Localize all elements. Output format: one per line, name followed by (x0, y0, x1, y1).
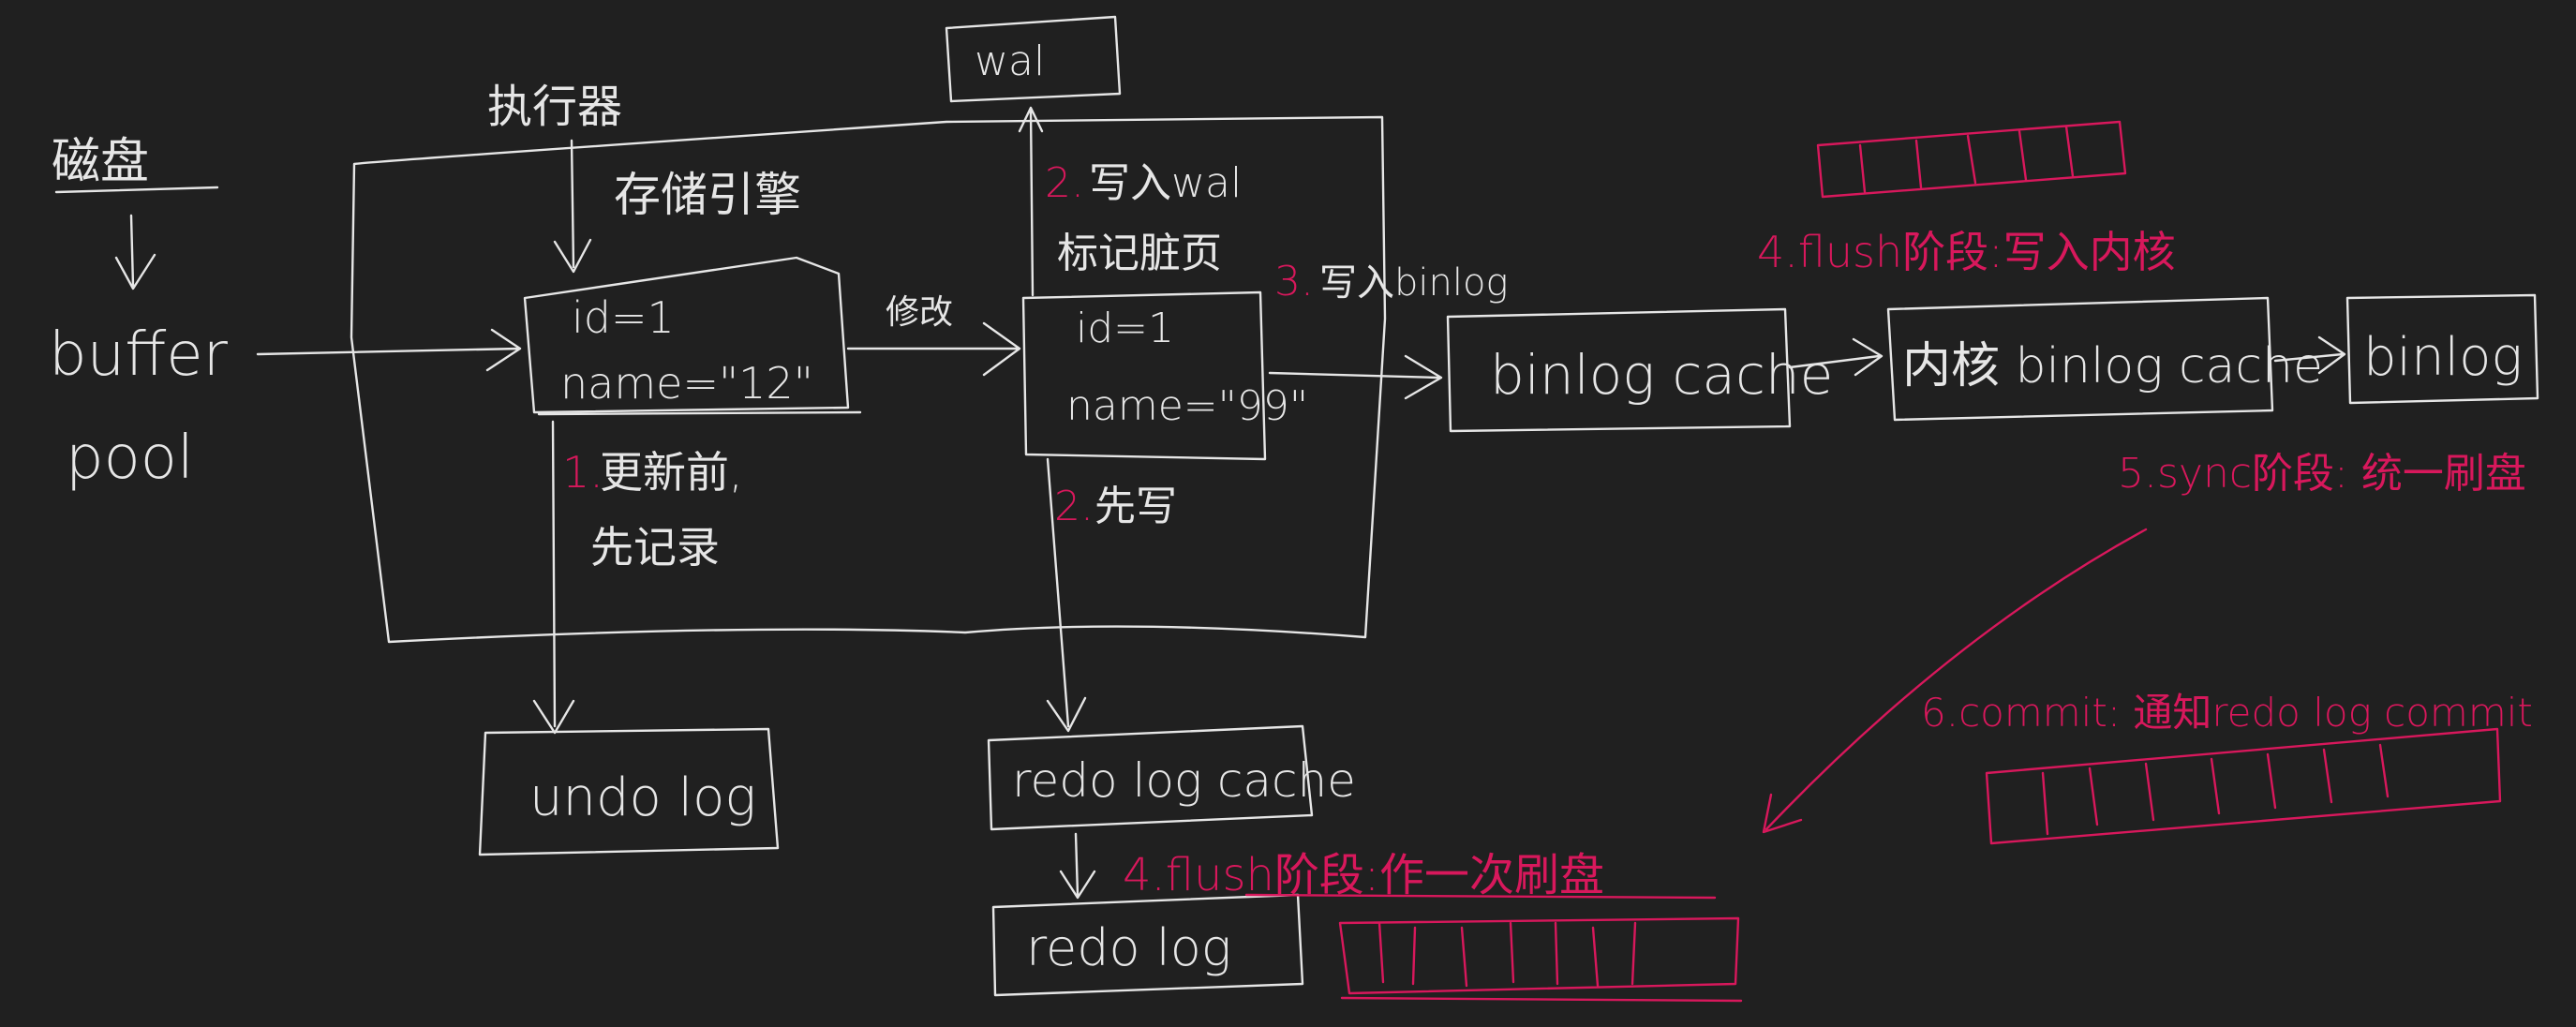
modify-arrow (846, 321, 1021, 377)
to-binlog-cache-arrow (1268, 354, 1443, 400)
disk-label: 磁盘 (52, 134, 149, 190)
row-before-box (523, 256, 850, 414)
binlog-cache-label: binlog cache (1490, 343, 1833, 407)
modify-label: 修改 (886, 293, 953, 332)
disk-underline (54, 186, 219, 194)
commit-arrow (1762, 528, 2148, 834)
to-redo-log-arrow (1059, 832, 1096, 900)
row-before-id: id=1 (572, 292, 675, 343)
sync-stage-label: 5.sync阶段: 统一刷盘 (2118, 450, 2526, 498)
step3-number: 3. (1274, 258, 1314, 305)
step3-label: 写入binlog (1319, 261, 1508, 305)
redo-disk-underline (1340, 996, 1743, 1003)
commit-disk-blocks (1985, 727, 2502, 845)
step1-line1: 更新前, (600, 447, 743, 498)
step2-first-label: 先写 (1094, 483, 1177, 530)
wal-label: wal (975, 37, 1045, 85)
to-redo-cache-arrow (1046, 457, 1087, 733)
step2-write-wal-label: 写入wal (1089, 159, 1242, 207)
write-wal-arrow (1018, 106, 1044, 297)
kernel-binlog-cache-box (1886, 296, 2274, 422)
redo-disk-blocks (1338, 916, 1740, 995)
to-binlog-arrow (2273, 335, 2346, 375)
to-kernel-cache-arrow (1788, 337, 1884, 377)
commit-stage-label: 6.commit: 通知redo log commit (1921, 690, 2533, 736)
wal-box (945, 15, 1122, 103)
undo-log-box (478, 727, 780, 856)
buffer-to-row-arrow (256, 328, 522, 372)
undo-log-label: undo log (529, 767, 756, 828)
redo-log-box (991, 893, 1304, 997)
disk-to-buffer-arrow (114, 214, 156, 290)
row-after-box (1021, 290, 1267, 461)
row-after-id: id=1 (1076, 305, 1174, 352)
row-before-underline (537, 410, 862, 416)
kernel-binlog-cache-label: 内核 binlog cache (1902, 338, 2323, 394)
redo-log-label: redo log (1026, 918, 1231, 977)
step1-number: 1. (562, 447, 603, 498)
binlog-label: binlog (2363, 327, 2523, 388)
executor-arrow (553, 139, 592, 274)
storage-engine-label: 存储引擎 (614, 168, 801, 222)
step2-write-wal-number: 2. (1045, 159, 1084, 207)
row-before-name: name="12" (560, 358, 813, 409)
executor-label: 执行器 (487, 81, 622, 133)
step2-first-number: 2. (1054, 483, 1094, 530)
row-after-name: name="99" (1066, 382, 1308, 430)
storage-engine-box (350, 115, 1387, 644)
redo-log-cache-box (987, 724, 1314, 831)
binlog-box (2345, 293, 2539, 405)
kernel-blocks (1816, 120, 2127, 199)
step1-line2: 先记录 (590, 522, 720, 573)
binlog-cache-box (1446, 307, 1792, 433)
flush-redo-label: 4.flush阶段:作一次刷盘 (1123, 849, 1604, 901)
pool-label: pool (66, 424, 194, 493)
buffer-label: buffer (49, 320, 229, 390)
redo-log-cache-label: redo log cache (1012, 753, 1356, 808)
flush-kernel-label: 4.flush阶段:写入内核 (1757, 227, 2176, 277)
mark-dirty-label: 标记脏页 (1057, 230, 1222, 277)
flush-redo-underline (1244, 893, 1717, 900)
